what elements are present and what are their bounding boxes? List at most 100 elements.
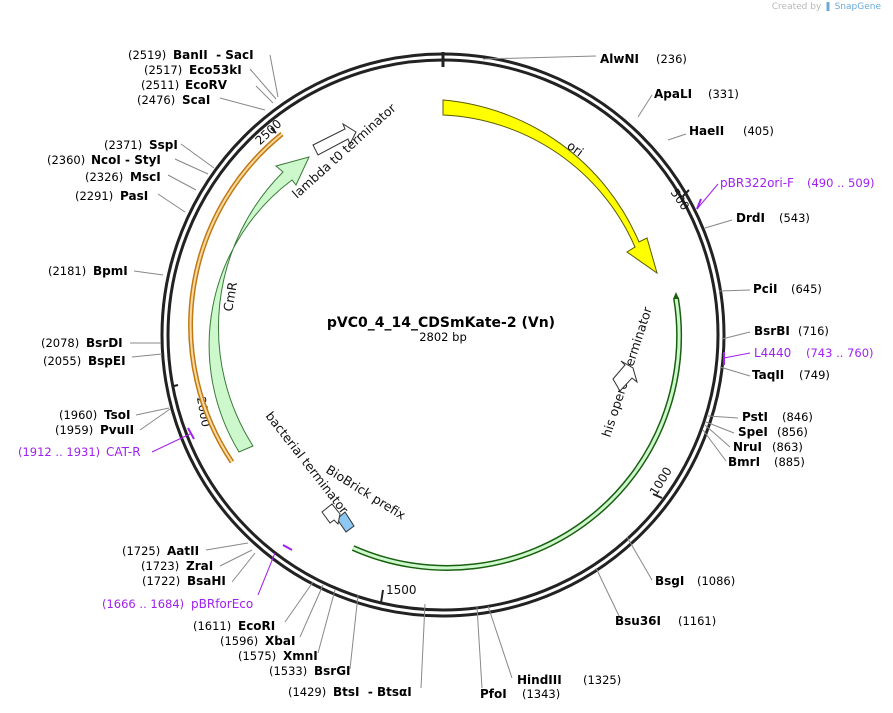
site-haeii[interactable]: HaeII [689,124,724,138]
site-pos-pasi: (2291) [75,189,113,203]
site-leaders-right [476,55,751,689]
site-pos-ncoi-styi: (2360) [47,153,85,167]
sites-left: (2519) BanII - SacI (2517) Eco53kI (2511… [41,48,412,699]
site-pos-ecori: (1611) [193,619,231,633]
primer-pos-l4440: (743 .. 760) [806,346,874,360]
site-bmri[interactable]: BmrI [728,455,760,469]
primer-name-pbr322ori-f[interactable]: pBR322ori-F [720,176,794,190]
feature-label-bacterial-terminator: bacterial terminator [263,409,352,518]
primer-labels: pBR322ori-F (490 .. 509) L4440 (743 .. 7… [18,176,875,611]
site-pos-bsrbi: (716) [798,324,829,338]
site-hindiii[interactable]: HindIII [517,673,562,687]
site-bsgi[interactable]: BsgI [655,574,684,588]
feature-ori[interactable] [442,99,658,275]
site-bsrbi[interactable]: BsrBI [754,324,790,338]
site-pos-apali: (331) [708,87,739,101]
site-pos-eco53ki: (2517) [144,63,182,77]
site-zrai[interactable]: ZraI [186,559,213,573]
site-banii-saci[interactable]: BanII - SacI [173,48,254,62]
site-bsu36i[interactable]: Bsu36I [615,614,661,628]
site-pos-xbai: (1596) [220,634,258,648]
site-leaders-left [130,54,426,689]
snapgene-credit: Created by ❚ SnapGene [772,2,881,12]
site-pfoi[interactable]: PfoI [480,687,507,701]
site-ecori[interactable]: EcoRI [238,619,275,633]
site-bsahi[interactable]: BsaHI [187,574,226,588]
site-pos-btsi-btsai: (1429) [288,685,326,699]
primer-pos-cat-r: (1912 .. 1931) [18,445,100,459]
site-aatii[interactable]: AatII [167,544,199,558]
primer-mark-pbr322ori-f [696,198,702,210]
site-eco53ki[interactable]: Eco53kI [189,63,242,77]
site-pcii[interactable]: PciI [753,282,778,296]
site-tsoi[interactable]: TsoI [104,408,130,422]
site-pos-pcii: (645) [791,282,822,296]
site-drdi[interactable]: DrdI [736,211,765,225]
feature-cmr[interactable] [208,156,310,453]
site-scai[interactable]: ScaI [182,93,210,107]
site-pos-bsgi: (1086) [697,574,735,588]
primer-mark-pbrforeco [282,544,293,551]
site-bpmi[interactable]: BpmI [93,264,128,278]
primer-name-l4440[interactable]: L4440 [754,346,791,360]
primer-mark-cat-r [187,427,195,440]
feature-label-cmr: CmR [220,280,240,312]
position-ticks: 500 1000 1500 2000 2500 [173,117,692,604]
feature-label-lambda-t0-terminator: lambda t0 terminator [289,100,399,201]
site-pos-bsrgi: (1533) [269,664,307,678]
site-apali[interactable]: ApaLI [654,87,692,101]
site-bsrdi[interactable]: BsrDI [86,336,123,350]
site-msci[interactable]: MscI [130,170,161,184]
site-pvuii[interactable]: PvuII [100,423,134,437]
site-pos-drdi: (543) [779,211,810,225]
primer-name-pbrforeco[interactable]: pBRforEco [191,597,253,611]
site-pos-hindiii: (1325) [583,673,621,687]
site-pos-bmri: (885) [774,455,805,469]
site-pos-taqii: (749) [799,368,830,382]
site-psti[interactable]: PstI [742,410,768,424]
bacterial-terminator-hairpin-icon[interactable] [321,503,341,526]
site-ncoi-styi[interactable]: NcoI - StyI [91,153,161,167]
credit-brand: SnapGene [834,2,881,12]
snapgene-logo-icon: ❚ [824,2,832,12]
plasmid-length: 2802 bp [419,330,467,344]
primer-name-cat-r[interactable]: CAT-R [106,445,141,459]
site-btsi-btsai[interactable]: BtsI - BtsαI [333,685,412,699]
site-pos-alwni: (236) [656,52,687,66]
site-bsrgi[interactable]: BsrGI [314,664,351,678]
tick-1000: 1000 [647,465,675,498]
site-pos-pfoi: (1343) [522,687,560,701]
site-spei[interactable]: SpeI [738,425,768,439]
site-pos-banii-saci: (2519) [128,48,166,62]
tick-1500: 1500 [386,583,417,597]
site-pos-haeii: (405) [743,124,774,138]
his-terminator-hairpin-icon [612,360,638,392]
sites-right: AlwNI (236) ApaLI (331) HaeII (405) DrdI… [480,52,830,701]
feature-biobrick-prefix[interactable] [336,511,355,533]
site-pos-pvuii: (1959) [55,423,93,437]
site-bspei[interactable]: BspEI [88,354,126,368]
site-pos-scai: (2476) [137,93,175,107]
site-pos-bspei: (2055) [43,354,81,368]
plasmid-name: pVC0_4_14_CDSmKate-2 (Vn) [327,315,555,331]
site-alwni[interactable]: AlwNI [600,52,639,66]
site-pos-msci: (2326) [85,170,123,184]
primer-pos-pbr322ori-f: (490 .. 509) [807,176,875,190]
site-pos-nrui: (863) [772,440,803,454]
lambda-t0-terminator-hairpin-icon[interactable] [312,122,357,156]
site-pos-tsoi: (1960) [59,408,97,422]
site-ecorv[interactable]: EcoRV [185,78,228,92]
site-taqii[interactable]: TaqII [752,368,784,382]
site-pasi[interactable]: PasI [120,189,148,203]
site-pos-bsu36i: (1161) [678,614,716,628]
site-xmni[interactable]: XmnI [283,649,318,663]
his-terminator-arrowhead [673,292,679,299]
site-pos-psti: (846) [782,410,813,424]
credit-prefix: Created by [771,2,822,12]
site-sspi[interactable]: SspI [149,138,178,152]
site-xbai[interactable]: XbaI [265,634,295,648]
site-pos-sspi: (2371) [104,138,142,152]
site-nrui[interactable]: NruI [733,440,762,454]
primer-pos-pbrforeco: (1666 .. 1684) [102,597,184,611]
